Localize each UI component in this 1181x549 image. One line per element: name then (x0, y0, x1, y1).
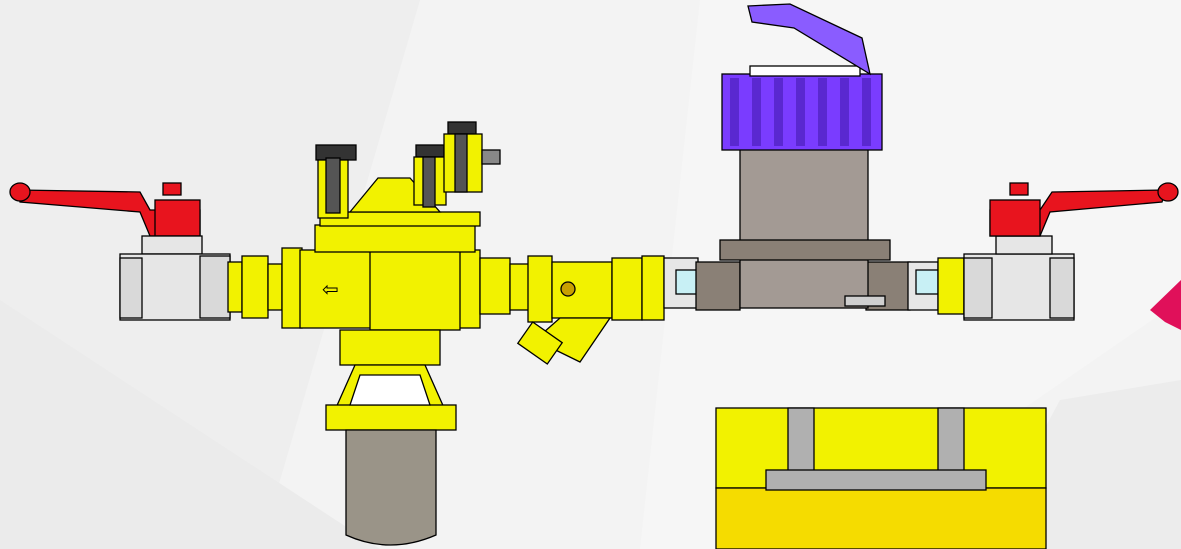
y-strainer[interactable]: ⇦ (516, 255, 665, 365)
backflow-preventer[interactable]: ⇦ (227, 121, 531, 546)
left-ball-valve[interactable] (9, 182, 231, 321)
flow-arrow-1: ⇦ (322, 277, 339, 301)
water-meter[interactable] (663, 3, 911, 311)
right-ball-valve[interactable] (907, 182, 1179, 321)
base-block (715, 407, 1047, 549)
accent-corner-shape (1150, 280, 1181, 330)
